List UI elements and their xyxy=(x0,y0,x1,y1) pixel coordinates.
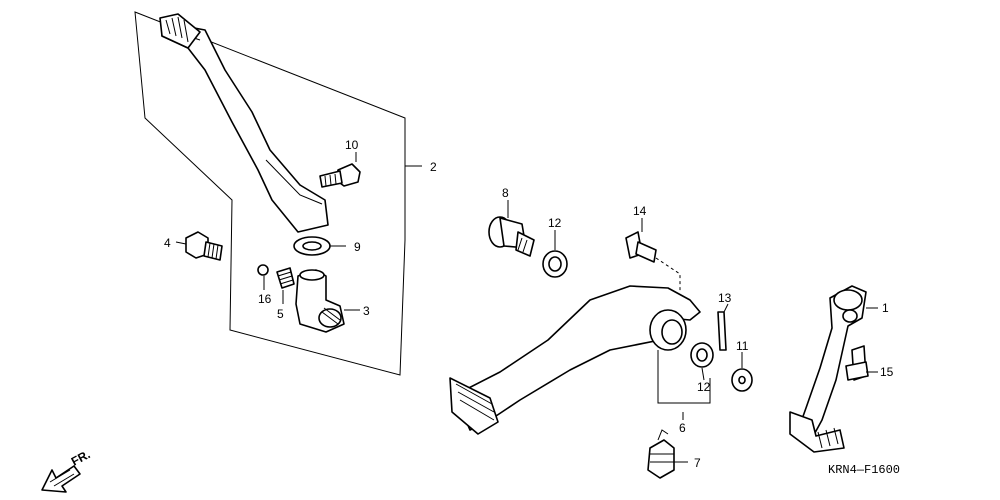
front-direction-label: FR. xyxy=(69,447,93,468)
callout-6: 6 xyxy=(679,421,686,435)
leader-lines xyxy=(175,152,878,463)
callout-3: 3 xyxy=(363,304,370,318)
bolt-10 xyxy=(319,163,361,188)
callout-7: 7 xyxy=(694,456,701,470)
callout-1: 1 xyxy=(882,301,889,315)
spring-5 xyxy=(276,267,295,289)
bolt-14 xyxy=(625,231,657,263)
callout-15: 15 xyxy=(880,365,894,379)
washer-9 xyxy=(293,236,331,256)
callout-4: 4 xyxy=(164,236,171,250)
callout-12-upper: 12 xyxy=(548,216,562,230)
kickstarter-arm xyxy=(159,13,329,233)
callout-5: 5 xyxy=(277,307,284,321)
callout-16: 16 xyxy=(258,292,272,306)
callout-14: 14 xyxy=(633,204,647,218)
callout-13: 13 xyxy=(718,291,732,305)
diagram-code: KRN4—F1600 xyxy=(828,463,900,477)
kickstarter-pinion-3 xyxy=(295,269,345,333)
bolt-15 xyxy=(845,345,869,381)
brake-pedal xyxy=(449,285,701,435)
callout-9: 9 xyxy=(354,240,361,254)
callout-12-lower: 12 xyxy=(697,380,711,394)
spring-7 xyxy=(647,429,675,479)
oil-seal-12-upper xyxy=(542,250,568,278)
callout-8: 8 xyxy=(502,186,509,200)
bolt-4 xyxy=(185,231,223,261)
brake-pedal-6-bracket xyxy=(657,350,711,404)
kickstarter-group-outline xyxy=(134,11,406,376)
washer-11 xyxy=(731,368,753,392)
ball-16 xyxy=(257,264,269,276)
callout-10: 10 xyxy=(345,138,359,152)
pivot-bolt-8 xyxy=(488,216,535,257)
callout-2: 2 xyxy=(430,160,437,174)
callout-11: 11 xyxy=(736,339,749,353)
cotter-pin-13 xyxy=(717,311,727,351)
front-direction-arrow-icon xyxy=(41,465,81,493)
nut-12-lower xyxy=(690,342,714,368)
gearshift-pedal xyxy=(789,285,867,453)
